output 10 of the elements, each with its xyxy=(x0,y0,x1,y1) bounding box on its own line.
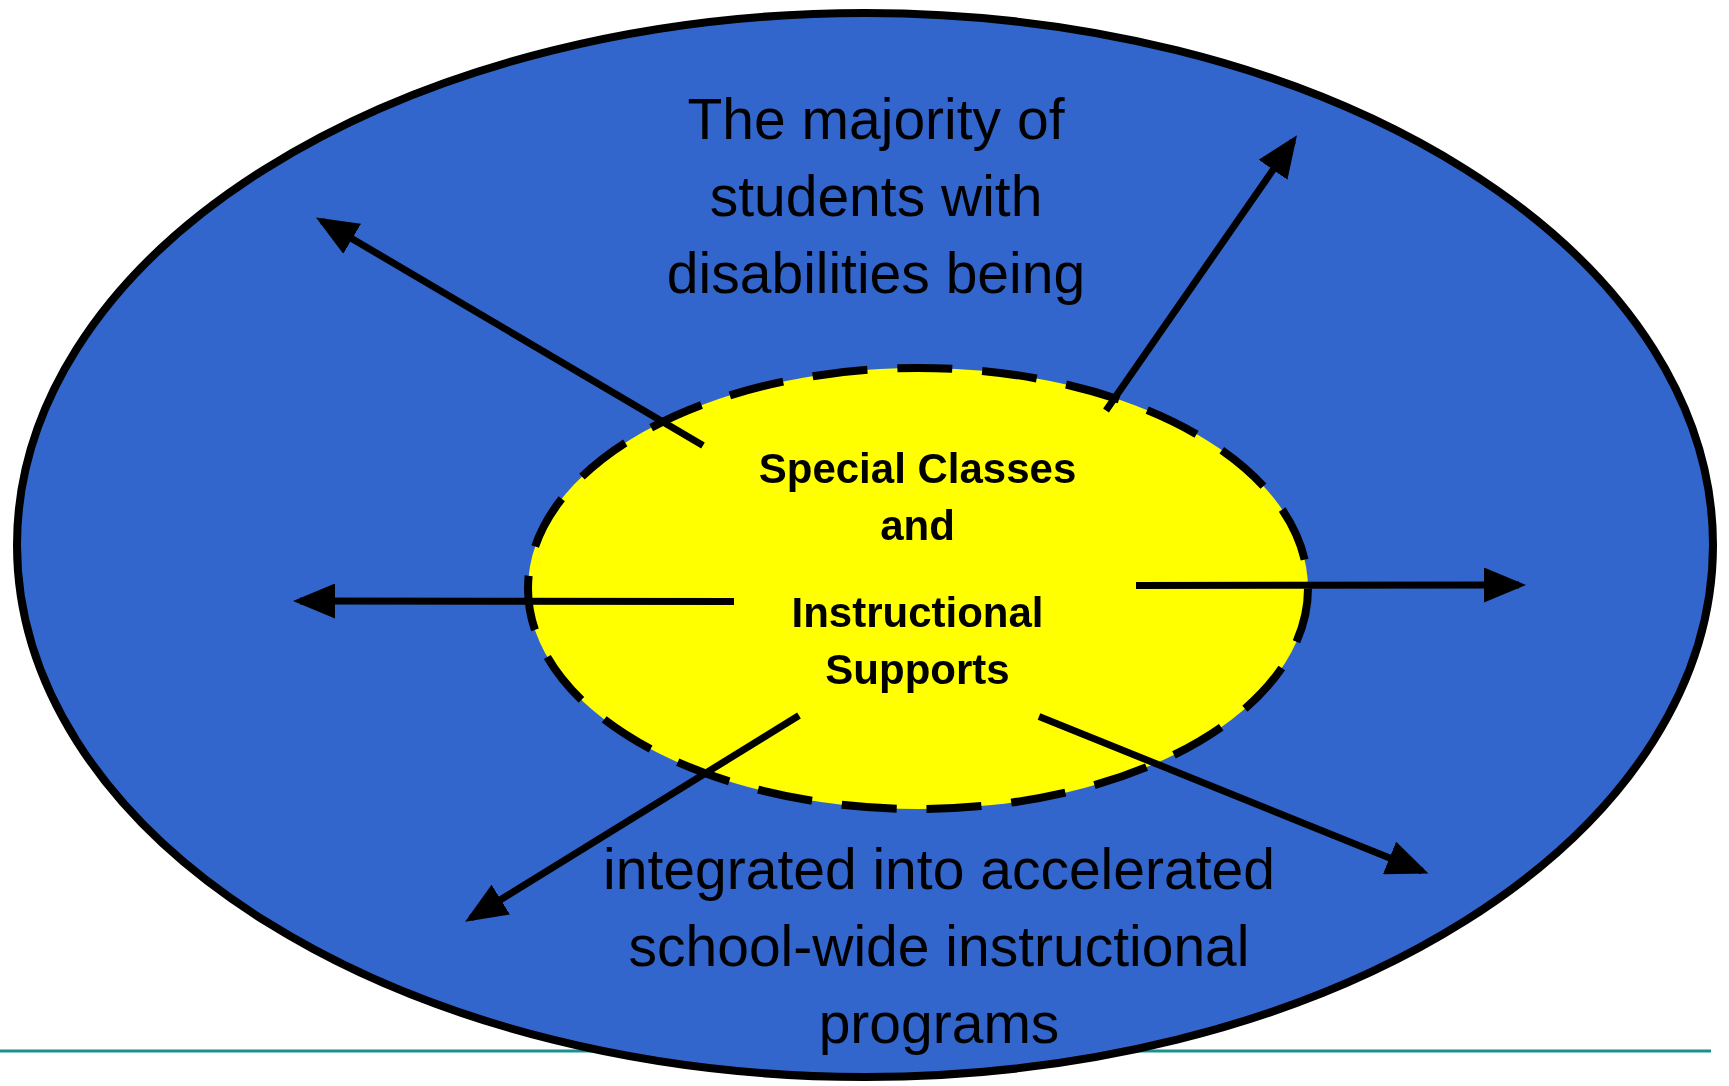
arrow xyxy=(315,217,705,449)
ellipse-text: Instructional Supports xyxy=(790,588,1045,695)
ellipse-text: Special Classes and xyxy=(757,444,1078,551)
arrow xyxy=(465,712,801,922)
arrow xyxy=(1103,135,1297,413)
arrow xyxy=(1037,713,1429,875)
arrow xyxy=(1136,567,1526,603)
ellipse-text: The majority of students with disabilities being xyxy=(665,86,1087,307)
arrow xyxy=(293,583,734,619)
ellipse-text: integrated into accelerated school-wide instructional programs xyxy=(602,836,1276,1057)
